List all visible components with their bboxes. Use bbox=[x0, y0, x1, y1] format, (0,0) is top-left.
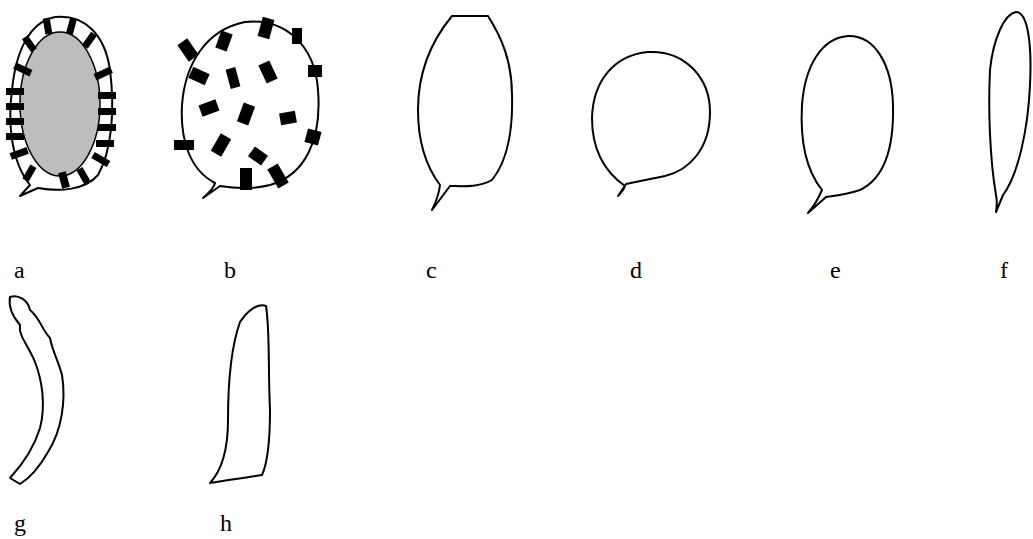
panel-label: g bbox=[14, 511, 26, 535]
cell-outline-h bbox=[210, 305, 270, 483]
panel-label: c bbox=[426, 258, 437, 282]
cell-outline-a bbox=[10, 17, 112, 196]
panel-label: b bbox=[224, 258, 236, 282]
scattered-blocks-b bbox=[174, 17, 322, 190]
panel-label: f bbox=[1000, 258, 1008, 282]
cell-outline-f bbox=[989, 12, 1030, 212]
cell-outline-g bbox=[10, 296, 64, 484]
border-blocks-a bbox=[6, 17, 116, 188]
panel-label: e bbox=[830, 258, 841, 282]
grey-core bbox=[20, 32, 100, 176]
cell-outline-e bbox=[802, 36, 893, 213]
panel-label: d bbox=[630, 258, 642, 282]
cell-outline-d bbox=[592, 52, 710, 196]
cell-outline-b bbox=[182, 22, 319, 198]
cell-outline-c bbox=[418, 16, 512, 210]
panel-label: h bbox=[220, 511, 232, 535]
panel-label: a bbox=[14, 258, 25, 282]
